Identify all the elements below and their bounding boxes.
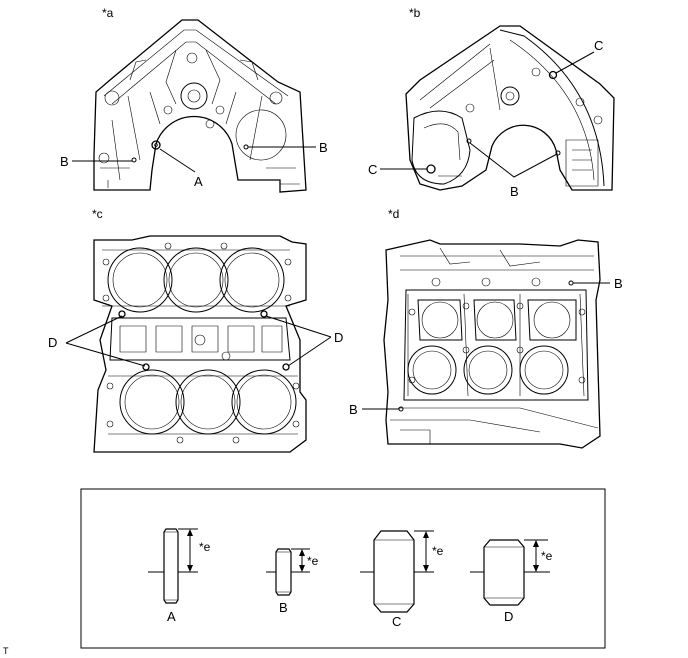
pin-C: *e C: [360, 530, 444, 629]
callout-a-B-right: B: [319, 140, 328, 155]
pin-C-label: C: [392, 614, 401, 629]
callout-b-B: B: [510, 184, 519, 199]
pin-legend: *e A *e B *e C: [80, 488, 606, 649]
pin-D-label: D: [504, 609, 513, 624]
view-d-block: *d B B: [349, 207, 623, 449]
pin-B-dim: *e: [307, 554, 319, 568]
view-c-block: *c: [48, 207, 343, 453]
callout-a-B-left: B: [60, 154, 69, 169]
pin-A: *e A: [148, 528, 211, 624]
view-a-label: *a: [102, 6, 114, 20]
pin-D-dim: *e: [541, 549, 553, 563]
callout-c-D-left: D: [48, 335, 57, 350]
pin-A-dim: *e: [199, 540, 211, 554]
view-b-block: *b C C B: [368, 6, 615, 199]
callout-a-A: A: [194, 174, 203, 189]
callout-c-D-right: D: [334, 330, 343, 345]
callout-d-B-bottom: B: [349, 402, 358, 417]
callout-b-C-top: C: [594, 38, 603, 53]
view-c-label: *c: [92, 207, 103, 221]
view-b-label: *b: [409, 6, 421, 20]
pin-C-dim: *e: [432, 544, 444, 558]
pin-A-label: A: [167, 609, 176, 624]
view-d-label: *d: [388, 207, 399, 221]
corner-mark: T: [3, 646, 9, 656]
view-a-block: *a A B B: [60, 6, 328, 193]
pin-B: *e B: [266, 548, 319, 615]
pin-D: *e D: [470, 539, 553, 624]
pin-legend-frame: [80, 488, 606, 649]
callout-d-B-top: B: [614, 276, 623, 291]
pin-B-label: B: [279, 600, 288, 615]
callout-b-C-left: C: [368, 162, 377, 177]
